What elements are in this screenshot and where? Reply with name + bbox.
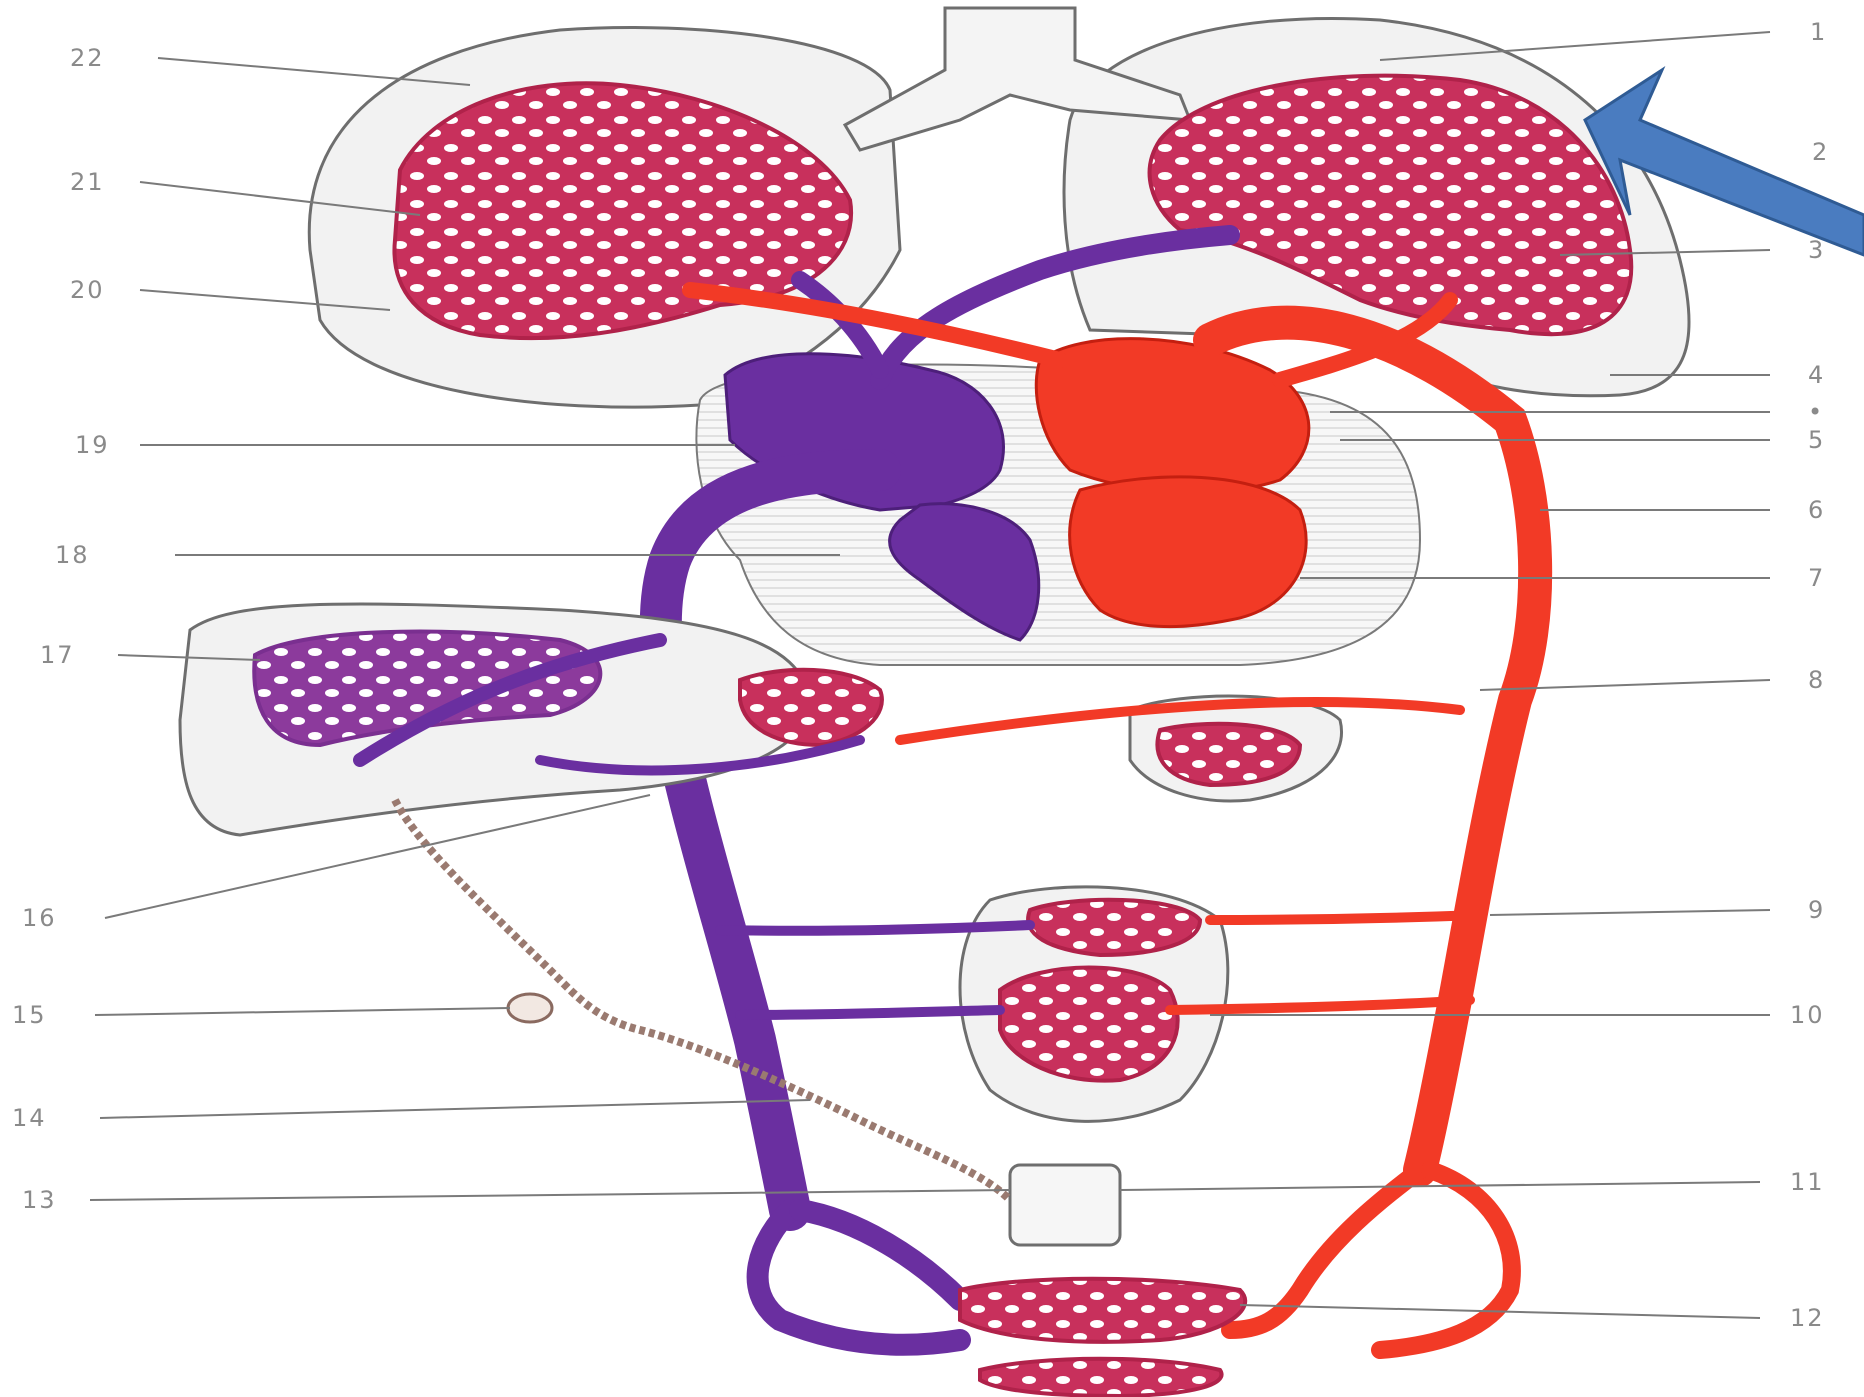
heart: [696, 339, 1420, 665]
left-atrium: [1036, 339, 1309, 493]
label-19: 19: [75, 431, 110, 459]
label-dot: •: [1808, 398, 1824, 426]
label-3: 3: [1808, 236, 1825, 264]
vein-branch-9: [720, 925, 1030, 931]
stomach-capillaries: [1157, 724, 1300, 785]
label-12: 12: [1790, 1304, 1825, 1332]
label-16: 16: [22, 904, 57, 932]
label-5: 5: [1808, 426, 1825, 454]
artery-branch-9: [1210, 915, 1480, 920]
label-8: 8: [1808, 666, 1825, 694]
label-9: 9: [1808, 896, 1825, 924]
label-22: 22: [70, 44, 105, 72]
bladder-box: [1010, 1165, 1120, 1245]
label-20: 20: [70, 276, 105, 304]
label-1: 1: [1810, 18, 1827, 46]
vein-branch-10: [740, 1010, 1000, 1015]
artery-branch-lower-right: [1380, 1170, 1512, 1350]
label-4: 4: [1808, 361, 1825, 389]
label-15: 15: [12, 1001, 47, 1029]
label-18: 18: [55, 541, 90, 569]
bottom-capillaries: [980, 1359, 1222, 1396]
vein-branch-lower-right: [800, 1210, 960, 1300]
label-2: 2: [1812, 138, 1829, 166]
label-13: 13: [22, 1186, 57, 1214]
label-6: 6: [1808, 496, 1825, 524]
label-10: 10: [1790, 1001, 1825, 1029]
label-11: 11: [1790, 1168, 1825, 1196]
kidney-capillaries-upper: [1028, 900, 1200, 955]
lower-capillaries: [960, 1279, 1245, 1342]
label-14: 14: [12, 1104, 47, 1132]
left-ventricle: [1070, 477, 1307, 627]
label-21: 21: [70, 168, 105, 196]
lymph-node: [508, 994, 552, 1022]
label-7: 7: [1808, 564, 1825, 592]
label-17: 17: [40, 641, 75, 669]
labels-left: 22 21 20 19 18 17 16 15 14 13: [12, 44, 110, 1214]
